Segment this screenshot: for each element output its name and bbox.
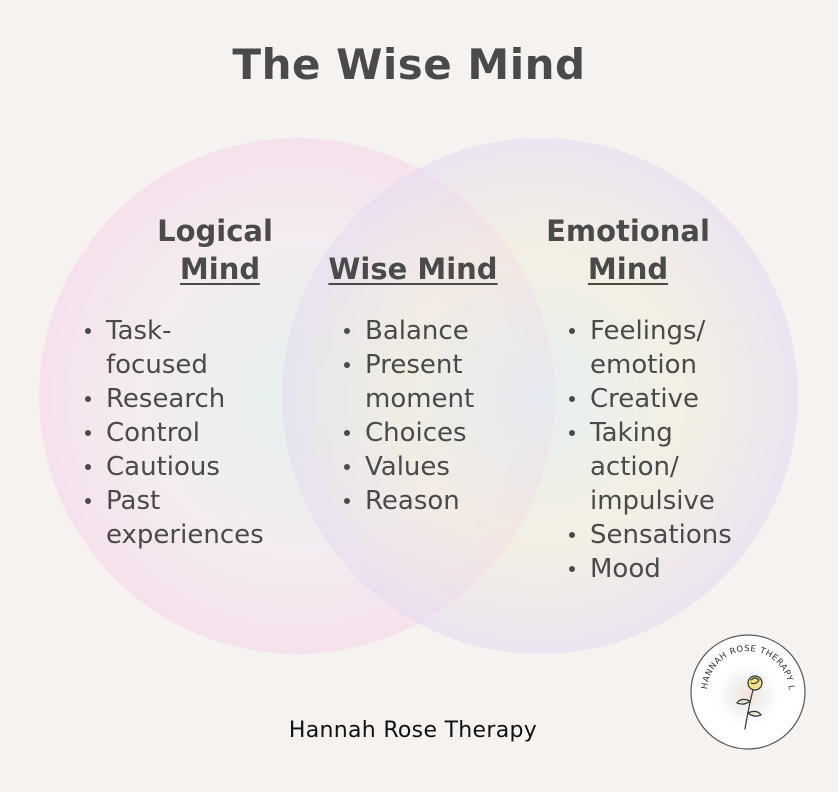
right-item: Creative <box>566 382 756 416</box>
left-item: Research <box>82 382 282 416</box>
logical-mind-heading-line2: Mind <box>179 252 261 286</box>
wise-mind-heading: Wise Mind <box>318 250 508 288</box>
center-item: Balance <box>341 314 511 348</box>
logical-mind-heading-line1: Logical <box>157 214 273 248</box>
wise-mind-heading-text: Wise Mind <box>328 252 498 286</box>
rose-icon <box>736 675 763 730</box>
logo-seal: HANNAH ROSE THERAPY LCSW <box>689 633 806 750</box>
left-item: Cautious <box>82 450 282 484</box>
emotional-mind-heading-line2: Mind <box>587 252 669 286</box>
center-item: Choices <box>341 416 511 450</box>
footer-brand: Hannah Rose Therapy <box>288 718 538 743</box>
center-item: Values <box>341 450 511 484</box>
right-circle <box>282 138 798 654</box>
right-item: Mood <box>566 552 756 586</box>
right-item: Sensations <box>566 518 756 552</box>
emotional-mind-heading-line1: Emotional <box>546 214 710 248</box>
right-item: Feelings/emotion <box>566 314 756 382</box>
page-title: The Wise Mind <box>232 40 586 89</box>
center-item: Reason <box>341 484 511 518</box>
left-item: Task-focused <box>82 314 282 382</box>
left-item: Control <box>82 416 282 450</box>
emotional-mind-heading: Emotional Mind <box>545 212 711 288</box>
logical-mind-heading: Logical Mind <box>140 212 290 288</box>
